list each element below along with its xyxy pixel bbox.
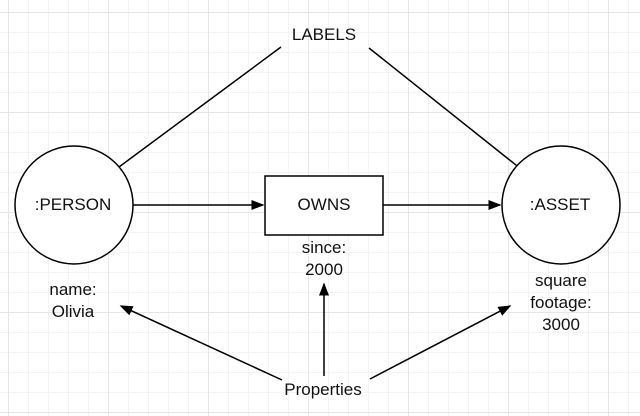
edge-properties-to-name[interactable] [119, 305, 283, 381]
owns-relationship-box[interactable] [264, 175, 384, 236]
person-property-text[interactable]: name: Olivia [49, 280, 97, 321]
edge-properties-to-squarefootage[interactable] [369, 305, 512, 380]
person-node-label[interactable]: :PERSON [34, 195, 112, 214]
properties-annotation-text[interactable]: Properties [284, 380, 362, 399]
asset-node-label[interactable]: :ASSET [529, 195, 591, 214]
edge-labels-to-asset[interactable] [368, 47, 543, 186]
asset-node-circle[interactable] [501, 145, 621, 265]
owns-property-text[interactable]: since: 2000 [301, 238, 347, 279]
edge-labels-to-person[interactable] [90, 46, 282, 188]
person-node-circle[interactable] [14, 145, 134, 265]
labels-annotation-text[interactable]: LABELS [291, 25, 357, 44]
asset-property-text[interactable]: square footage: 3000 [530, 271, 592, 334]
owns-relationship-label[interactable]: OWNS [297, 195, 351, 214]
